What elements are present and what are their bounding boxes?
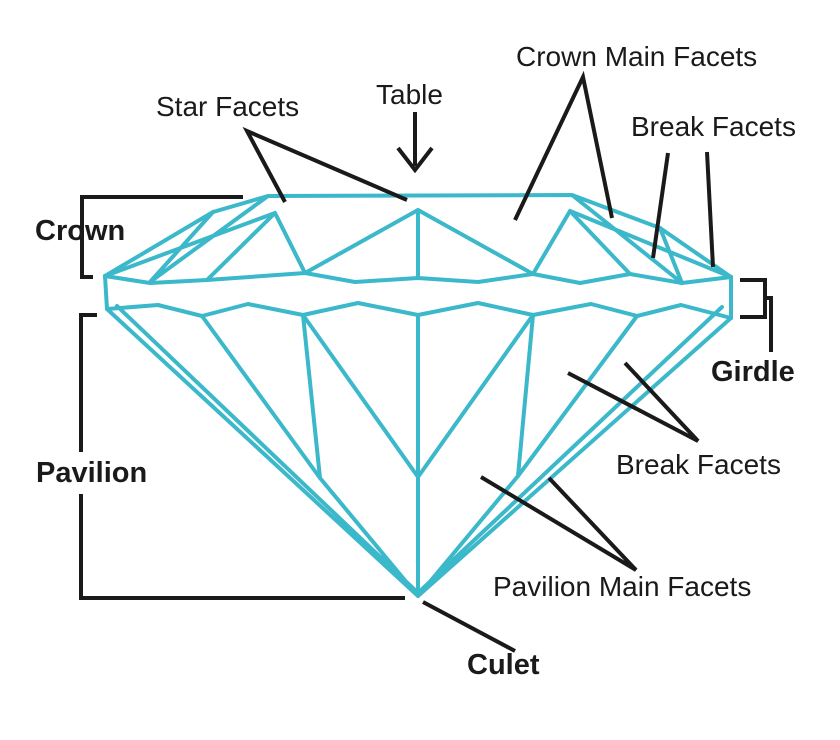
break-facets-upper-leader-right (705, 151, 715, 268)
break-facets-lower-leader (567, 361, 700, 443)
table-arrow-head (396, 146, 434, 174)
pavilion-main-facets-leader (479, 475, 638, 572)
label-star-facets: Star Facets (156, 91, 300, 122)
crown-facet-edges (103, 193, 733, 285)
label-pavilion: Pavilion (32, 452, 152, 495)
break-facets-upper-leader-left (651, 152, 670, 259)
label-break-facets-upper: Break Facets (631, 111, 796, 142)
crown-bracket (80, 195, 243, 279)
crown-main-facets-leader (513, 70, 614, 221)
girdle-left-edge (103, 274, 109, 311)
label-culet: Culet (467, 649, 540, 681)
label-crown-main-facets: Crown Main Facets (516, 41, 758, 72)
label-girdle: Girdle (711, 356, 795, 388)
girdle-bracket (740, 278, 773, 352)
label-crown: Crown (35, 215, 126, 247)
pavilion-facet-edges (105, 304, 733, 598)
diamond-drawing (103, 193, 733, 598)
crown-outline (103, 193, 733, 279)
table-arrow-icon (396, 112, 434, 174)
girdle-top-edge (103, 271, 733, 285)
label-table: Table (376, 79, 443, 110)
star-facets-leader (242, 126, 408, 203)
culet-leader (422, 600, 516, 653)
label-break-facets-lower: Break Facets (616, 449, 781, 480)
annotation-lines (79, 70, 773, 653)
label-pavilion-main-facets: Pavilion Main Facets (493, 571, 752, 602)
